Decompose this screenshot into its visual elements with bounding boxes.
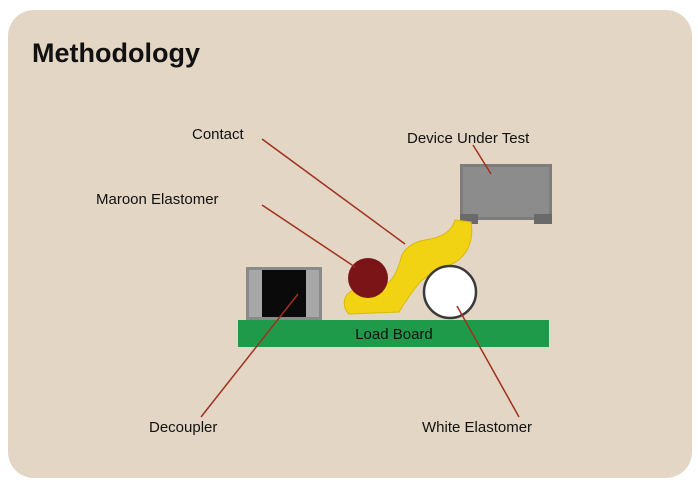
maroon-elastomer — [348, 258, 388, 298]
decoupler-label: Decoupler — [149, 419, 217, 436]
device-under-test — [460, 164, 552, 224]
leader-lines — [200, 138, 520, 418]
decoupler-leader-line — [200, 293, 299, 418]
device-under-test-label: Device Under Test — [407, 130, 530, 147]
page-title: Methodology — [32, 38, 200, 68]
white-elastomer — [422, 264, 478, 320]
white-elastomer-label: White Elastomer — [422, 419, 532, 436]
contact-label: Contact — [192, 126, 245, 143]
load-board — [238, 320, 549, 347]
decoupler — [246, 267, 322, 320]
maroon-elastomer-label: Maroon Elastomer — [96, 191, 219, 208]
methodology-panel — [8, 10, 692, 478]
contact-leader-line — [261, 138, 406, 245]
load-board-label: Load Board — [355, 326, 433, 343]
white-elastomer-leader-line — [456, 305, 520, 418]
maroon-elastomer-leader-line — [261, 204, 356, 268]
device-leader-line — [472, 144, 492, 175]
